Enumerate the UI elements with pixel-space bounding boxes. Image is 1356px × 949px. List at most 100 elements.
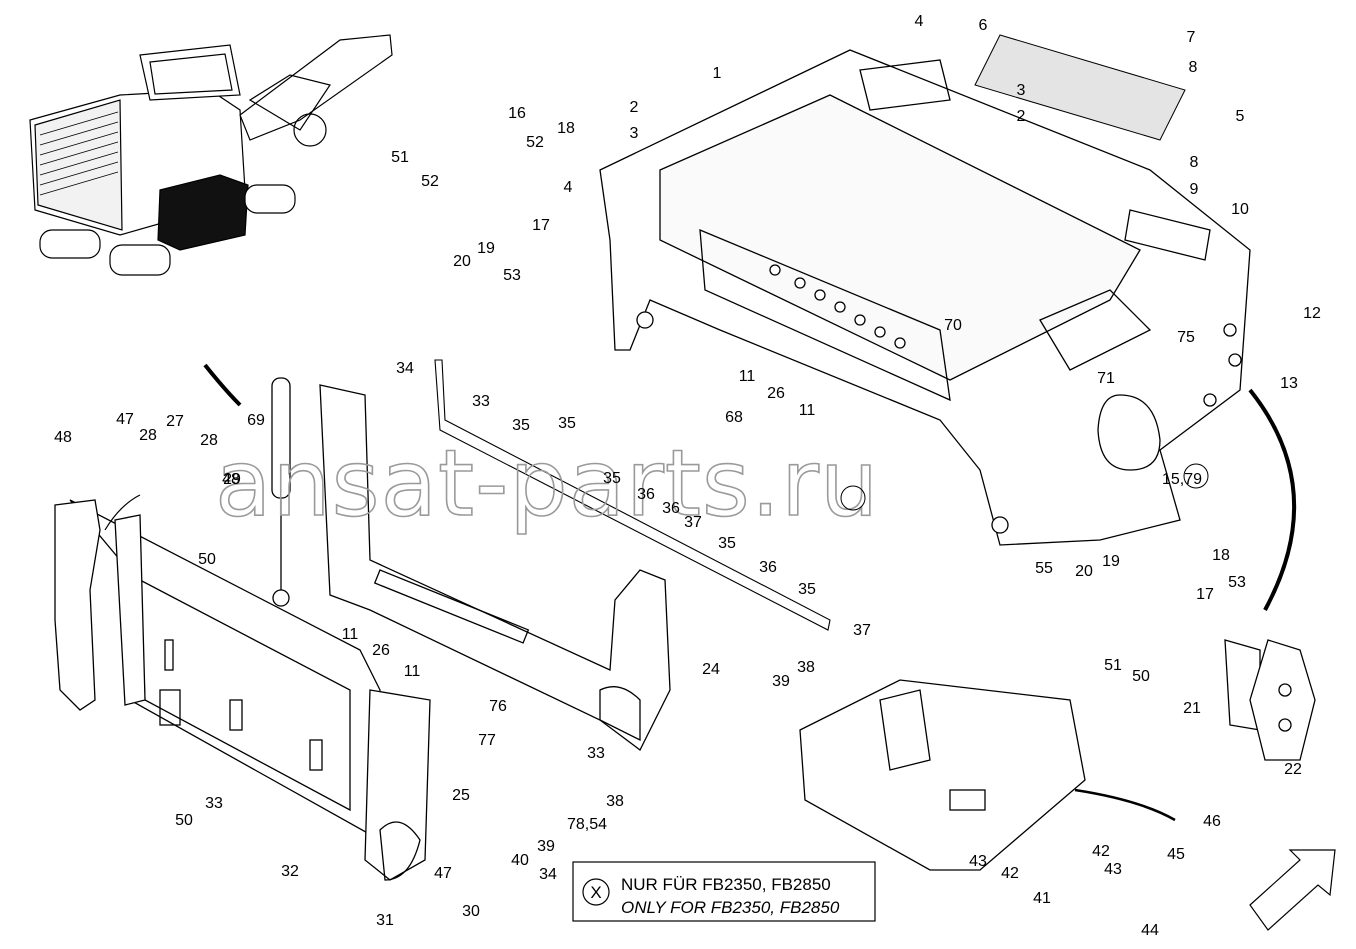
part-callout: 1 <box>713 65 722 82</box>
part-callout: 50 <box>198 551 216 568</box>
hydraulic-cylinder-illustration <box>271 377 291 607</box>
plate-illustration <box>974 34 1186 141</box>
part-callout: 31 <box>376 912 394 929</box>
frame-detail-illustration <box>799 679 1086 871</box>
part-callout: 41 <box>1033 890 1051 907</box>
main-frame-illustration <box>599 49 1251 546</box>
part-callout: 11 <box>342 626 359 643</box>
part-callout: 15,79 <box>1162 471 1202 488</box>
part-callout: 46 <box>1203 813 1221 830</box>
part-callout: 34 <box>396 360 414 377</box>
part-callout: 28 <box>139 427 157 444</box>
part-callout: 39 <box>772 673 790 690</box>
part-callout: 33 <box>205 795 223 812</box>
part-callout: 50 <box>1132 668 1150 685</box>
part-callout: 36 <box>759 559 777 576</box>
part-callout: 70 <box>944 317 962 334</box>
part-callout: 9 <box>1190 181 1199 198</box>
part-callout: 38 <box>797 659 815 676</box>
part-callout: 53 <box>503 267 521 284</box>
part-callout: 32 <box>281 863 299 880</box>
part-callout: 35 <box>798 581 816 598</box>
part-callout: 11 <box>739 368 756 385</box>
part-callout: 27 <box>166 413 184 430</box>
part-callout: 20 <box>1075 563 1093 580</box>
part-callout: 35 <box>512 417 530 434</box>
guide-plate-illustration <box>54 499 431 881</box>
rail-illustration <box>434 359 831 631</box>
part-callout: 55 <box>1035 560 1053 577</box>
part-callout: 22 <box>1284 761 1302 778</box>
note-box: X NUR FÜR FB2350, FB2850 ONLY FOR FB2350… <box>572 861 876 922</box>
part-callout: 12 <box>1303 305 1321 322</box>
part-callout: 45 <box>1167 846 1185 863</box>
part-callout: 52 <box>526 134 544 151</box>
part-callout: 4 <box>915 13 924 30</box>
part-callout: 18 <box>557 120 575 137</box>
part-callout: 25 <box>452 787 470 804</box>
part-callout: 48 <box>222 471 240 488</box>
part-callout: 51 <box>391 149 409 166</box>
part-callout: 10 <box>1231 201 1249 218</box>
part-callout: 71 <box>1097 370 1115 387</box>
callout-ring <box>1183 463 1209 489</box>
part-callout: 2 <box>1017 108 1026 125</box>
part-callout: 33 <box>472 393 490 410</box>
part-callout: 48 <box>54 429 72 446</box>
part-callout: 6 <box>979 17 988 34</box>
part-callout: 24 <box>702 661 720 678</box>
leader-arrows <box>104 363 1297 822</box>
part-callout: 40 <box>511 852 529 869</box>
part-callout: 29 <box>223 471 241 488</box>
callout-labels: 12233445678891011111111121315,7916171718… <box>54 13 1321 939</box>
part-callout: 33 <box>587 745 605 762</box>
part-callout: 2 <box>630 99 639 116</box>
note-line-de: NUR FÜR FB2350, FB2850 <box>621 875 831 894</box>
part-callout: 69 <box>247 412 265 429</box>
part-callout: 7 <box>1187 29 1196 46</box>
part-callout: 38 <box>606 793 624 810</box>
part-callout: 19 <box>477 240 495 257</box>
part-callout: 78,54 <box>567 816 607 833</box>
part-callout: 26 <box>372 642 390 659</box>
part-callout: 39 <box>537 838 555 855</box>
part-callout: 47 <box>116 411 134 428</box>
part-callout: 35 <box>603 470 621 487</box>
part-callout: 16 <box>508 105 526 122</box>
part-callout: 42 <box>1001 865 1019 882</box>
part-callout: 20 <box>453 253 471 270</box>
bracket-illustration <box>1224 639 1316 761</box>
part-callout: 43 <box>1104 861 1122 878</box>
part-callout: 11 <box>799 402 816 419</box>
part-callout: 3 <box>630 125 639 142</box>
part-callout: 53 <box>1228 574 1246 591</box>
mounting-frame-illustration <box>319 384 671 751</box>
part-callout: 44 <box>1141 922 1159 939</box>
part-callout: 37 <box>853 622 871 639</box>
part-callout: 37 <box>684 514 702 531</box>
part-callout: 50 <box>175 812 193 829</box>
part-callout: 76 <box>489 698 507 715</box>
part-callout: 18 <box>1212 547 1230 564</box>
callout-ring <box>840 485 866 511</box>
part-callout: 17 <box>532 217 550 234</box>
part-callout: 8 <box>1189 59 1198 76</box>
part-callout: 68 <box>725 409 743 426</box>
watermark: ansat-parts.ru <box>215 430 879 537</box>
direction-arrow-icon <box>1249 849 1336 931</box>
part-callout: 47 <box>434 865 452 882</box>
part-callout: 77 <box>478 732 496 749</box>
part-callout: 4 <box>564 179 573 196</box>
part-callout: 34 <box>539 866 557 883</box>
note-line-en: ONLY FOR FB2350, FB2850 <box>621 898 840 917</box>
part-callout: 36 <box>637 486 655 503</box>
part-callout: 43 <box>969 853 987 870</box>
part-callout: 52 <box>421 173 439 190</box>
part-callout: 11 <box>404 663 421 680</box>
part-callout: 26 <box>767 385 785 402</box>
part-callout: 13 <box>1280 375 1298 392</box>
part-callout: 28 <box>200 432 218 449</box>
part-callout: 35 <box>718 535 736 552</box>
part-callout: 21 <box>1183 700 1201 717</box>
part-callout: 30 <box>462 903 480 920</box>
